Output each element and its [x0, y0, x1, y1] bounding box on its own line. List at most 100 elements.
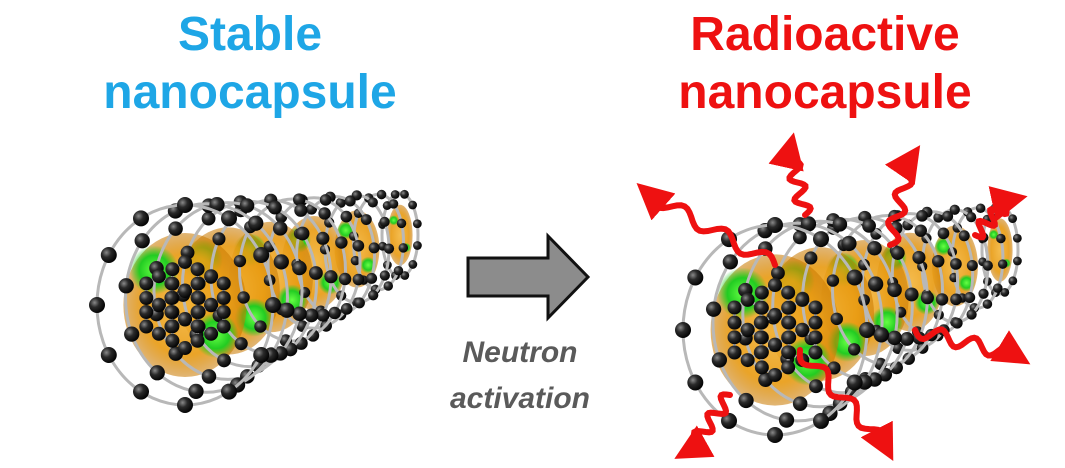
carbon-atom	[412, 219, 422, 229]
carbon-atom	[408, 260, 418, 269]
carbon-atom	[191, 291, 206, 306]
carbon-atom	[316, 231, 330, 245]
carbon-atom	[740, 353, 755, 368]
carbon-atom	[949, 204, 960, 215]
carbon-atom	[902, 352, 915, 365]
carbon-atom	[1013, 256, 1022, 266]
carbon-atom	[782, 315, 797, 330]
carbon-atom	[781, 360, 796, 375]
carbon-atom	[292, 306, 307, 322]
carbon-atom	[188, 383, 204, 400]
carbon-atom	[813, 412, 829, 429]
carbon-atom	[859, 322, 875, 338]
process-caption: Neutron activation	[420, 330, 620, 422]
carbon-atom	[233, 254, 247, 268]
carbon-atom	[982, 299, 993, 309]
carbon-atom	[212, 232, 226, 246]
carbon-atom	[89, 297, 105, 313]
carbon-atom	[950, 258, 962, 270]
carbon-atom	[292, 260, 307, 276]
carbon-atom	[887, 330, 902, 346]
carbon-atom	[753, 330, 768, 345]
stable-nanotube	[89, 189, 422, 413]
carbon-atom	[781, 300, 796, 315]
carbon-atom	[216, 276, 231, 291]
carbon-atom	[328, 306, 341, 320]
carbon-atom	[204, 297, 219, 312]
carbon-atom	[151, 297, 166, 312]
carbon-atom	[781, 345, 796, 360]
carbon-atom	[216, 304, 231, 319]
carbon-atom	[360, 214, 372, 226]
carbon-atom	[201, 369, 217, 384]
carbon-atom	[149, 365, 165, 381]
carbon-atom	[937, 227, 950, 240]
caption-line2: activation	[449, 382, 591, 415]
carbon-atom	[234, 337, 248, 351]
carbon-atom	[352, 273, 365, 286]
carbon-atom	[367, 197, 378, 208]
carbon-atom	[237, 291, 250, 304]
carbon-atom	[867, 276, 884, 292]
carbon-atom	[781, 285, 796, 300]
stable-title-line1: Stable	[177, 8, 323, 61]
carbon-atom	[887, 282, 902, 298]
carbon-atom	[139, 291, 154, 306]
carbon-atom	[942, 210, 954, 222]
carbon-atom	[1000, 287, 1010, 297]
carbon-atom	[408, 200, 418, 210]
carbon-atom	[400, 189, 409, 199]
carbon-atom	[368, 242, 380, 254]
carbon-atom	[767, 217, 783, 233]
radiation-ray	[972, 186, 1028, 241]
carbon-atom	[133, 383, 149, 400]
carbon-atom	[933, 212, 944, 223]
carbon-atom	[951, 317, 963, 329]
carbon-atom	[100, 247, 117, 263]
radioactive-nanocapsule-title: Radioactive nanocapsule	[615, 6, 1035, 122]
radiation-ray	[636, 183, 778, 268]
carbon-atom	[778, 412, 795, 428]
carbon-atom	[935, 293, 949, 306]
carbon-atom	[209, 196, 225, 213]
carbon-atom	[771, 266, 785, 280]
carbon-atom	[846, 374, 863, 391]
carbon-atom	[792, 230, 807, 245]
carbon-atom	[920, 291, 934, 305]
carbon-atom	[1012, 233, 1022, 243]
carbon-atom	[165, 276, 180, 291]
carbon-atom	[808, 300, 823, 315]
carbon-atom	[975, 203, 986, 214]
carbon-atom	[754, 300, 769, 315]
radiation-ray	[768, 132, 814, 218]
carbon-atom	[190, 319, 205, 334]
carbon-atom	[768, 278, 782, 293]
carbon-atom	[390, 190, 400, 199]
carbon-atom	[272, 221, 288, 236]
carbon-atom	[340, 303, 353, 315]
radiation-ray	[796, 347, 894, 461]
carbon-atom	[738, 392, 754, 409]
carbon-atom	[204, 326, 219, 341]
carbon-atom	[100, 347, 117, 363]
carbon-atom	[978, 288, 989, 299]
carbon-atom	[383, 243, 395, 254]
carbon-atom	[393, 266, 404, 276]
carbon-atom	[804, 251, 818, 265]
carbon-atom	[413, 241, 422, 250]
carbon-atom	[164, 291, 179, 306]
radioactive-nanotube	[675, 202, 1022, 443]
carbon-atom	[727, 330, 742, 345]
carbon-atom	[900, 332, 914, 346]
carbon-atom	[966, 309, 977, 320]
carbon-atom	[308, 266, 323, 280]
carbon-atom	[190, 262, 205, 277]
carbon-atom	[191, 304, 206, 319]
carbon-atom	[904, 287, 919, 302]
carbon-atom	[768, 367, 782, 382]
carbon-atom	[294, 203, 308, 217]
carbon-atom	[873, 327, 890, 343]
carbon-atom	[675, 322, 691, 338]
carbon-atom	[795, 322, 810, 337]
